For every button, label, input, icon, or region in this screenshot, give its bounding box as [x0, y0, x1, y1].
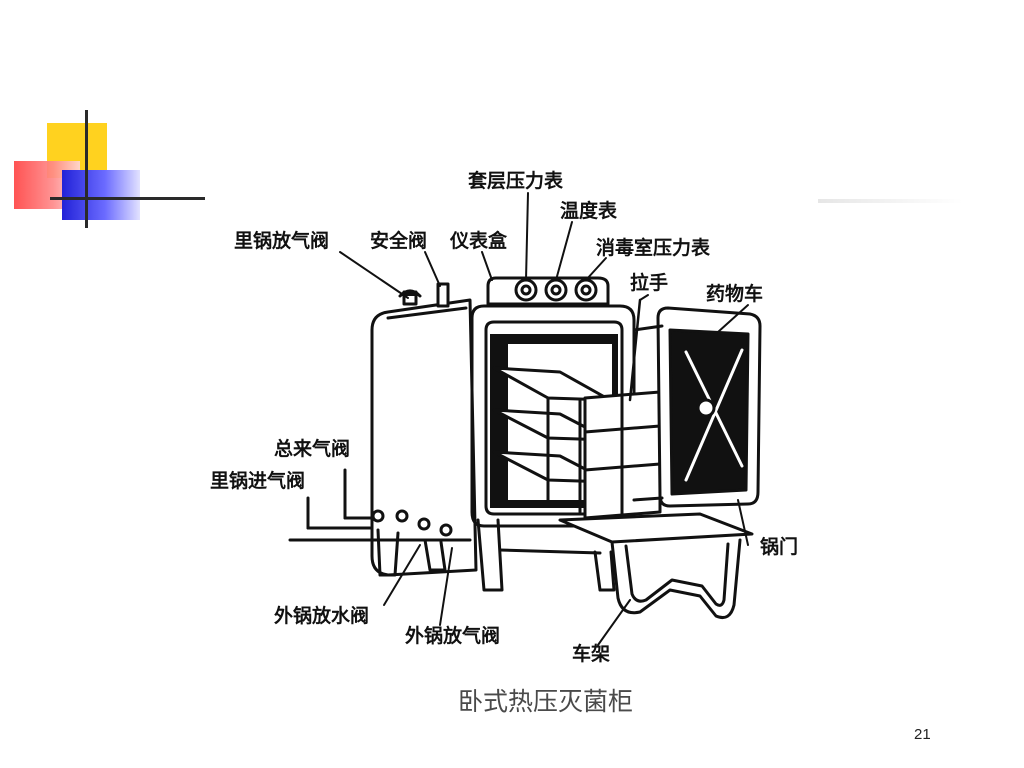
inlet-pipes — [288, 468, 472, 542]
lower-valves — [371, 509, 453, 537]
label-drug-cart: 药物车 — [706, 283, 764, 305]
label-outer-vent-valve: 外锅放气阀 — [405, 625, 501, 647]
ornament-horizontal-line — [50, 197, 205, 200]
ornament-blue-square — [62, 170, 140, 220]
top-valves — [398, 282, 450, 308]
label-inner-steam-inlet-valve: 里锅进气阀 — [210, 470, 306, 492]
label-safety-valve: 安全阀 — [370, 230, 428, 252]
label-cart-frame: 车架 — [572, 643, 611, 665]
legs — [376, 518, 616, 592]
instrument-box — [486, 276, 610, 306]
label-outer-drain-valve: 外锅放水阀 — [274, 605, 370, 627]
ornament-fade-line — [818, 199, 963, 203]
door-drawing — [632, 306, 762, 508]
page-number: 21 — [914, 726, 931, 743]
label-jacket-pressure-gauge: 套层压力表 — [468, 170, 564, 192]
label-chamber-pressure-gauge: 消毒室压力表 — [596, 237, 711, 259]
label-door: 锅门 — [760, 536, 799, 558]
leader-lines — [339, 192, 749, 646]
cart-frame-drawing — [558, 512, 754, 620]
label-main-steam-valve: 总来气阀 — [274, 438, 351, 460]
label-inner-vent-valve: 里锅放气阀 — [234, 230, 330, 252]
label-instrument-box: 仪表盒 — [450, 230, 508, 252]
drug-cart-drawing — [583, 298, 662, 520]
ornament-vertical-line — [85, 110, 88, 228]
autoclave-body — [370, 298, 478, 577]
figure-caption: 卧式热压灭菌柜 — [458, 687, 634, 716]
label-handle: 拉手 — [630, 272, 669, 294]
label-thermometer: 温度表 — [560, 200, 618, 222]
